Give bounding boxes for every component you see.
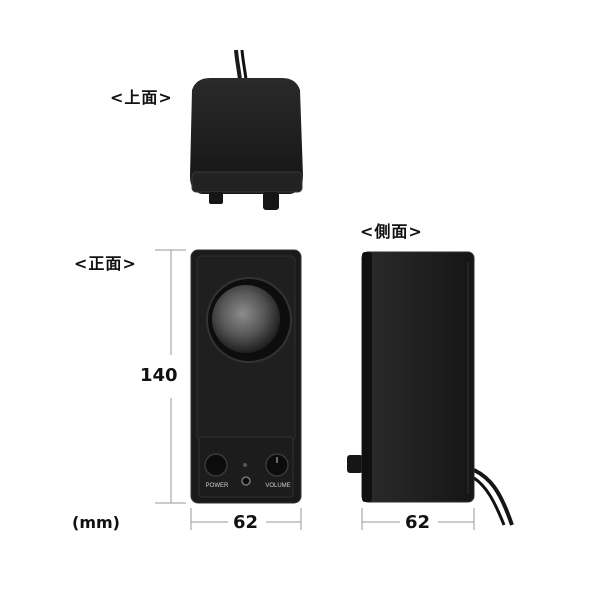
side-view-label: <側面> [360, 222, 423, 241]
dimension-lines [155, 249, 475, 530]
unit-label: (mm) [72, 513, 120, 532]
front-view-label: <正面> [74, 254, 137, 273]
height-dimension: 140 [140, 365, 178, 386]
power-label: POWER [206, 483, 229, 489]
volume-label: VOLUME [265, 483, 290, 489]
front-view-speaker [190, 249, 302, 504]
side-view-speaker [347, 251, 514, 526]
side-depth-dimension: 62 [405, 512, 431, 533]
top-view-speaker [190, 49, 303, 210]
front-width-dimension: 62 [233, 512, 259, 533]
top-view-label: <上面> [110, 88, 173, 107]
